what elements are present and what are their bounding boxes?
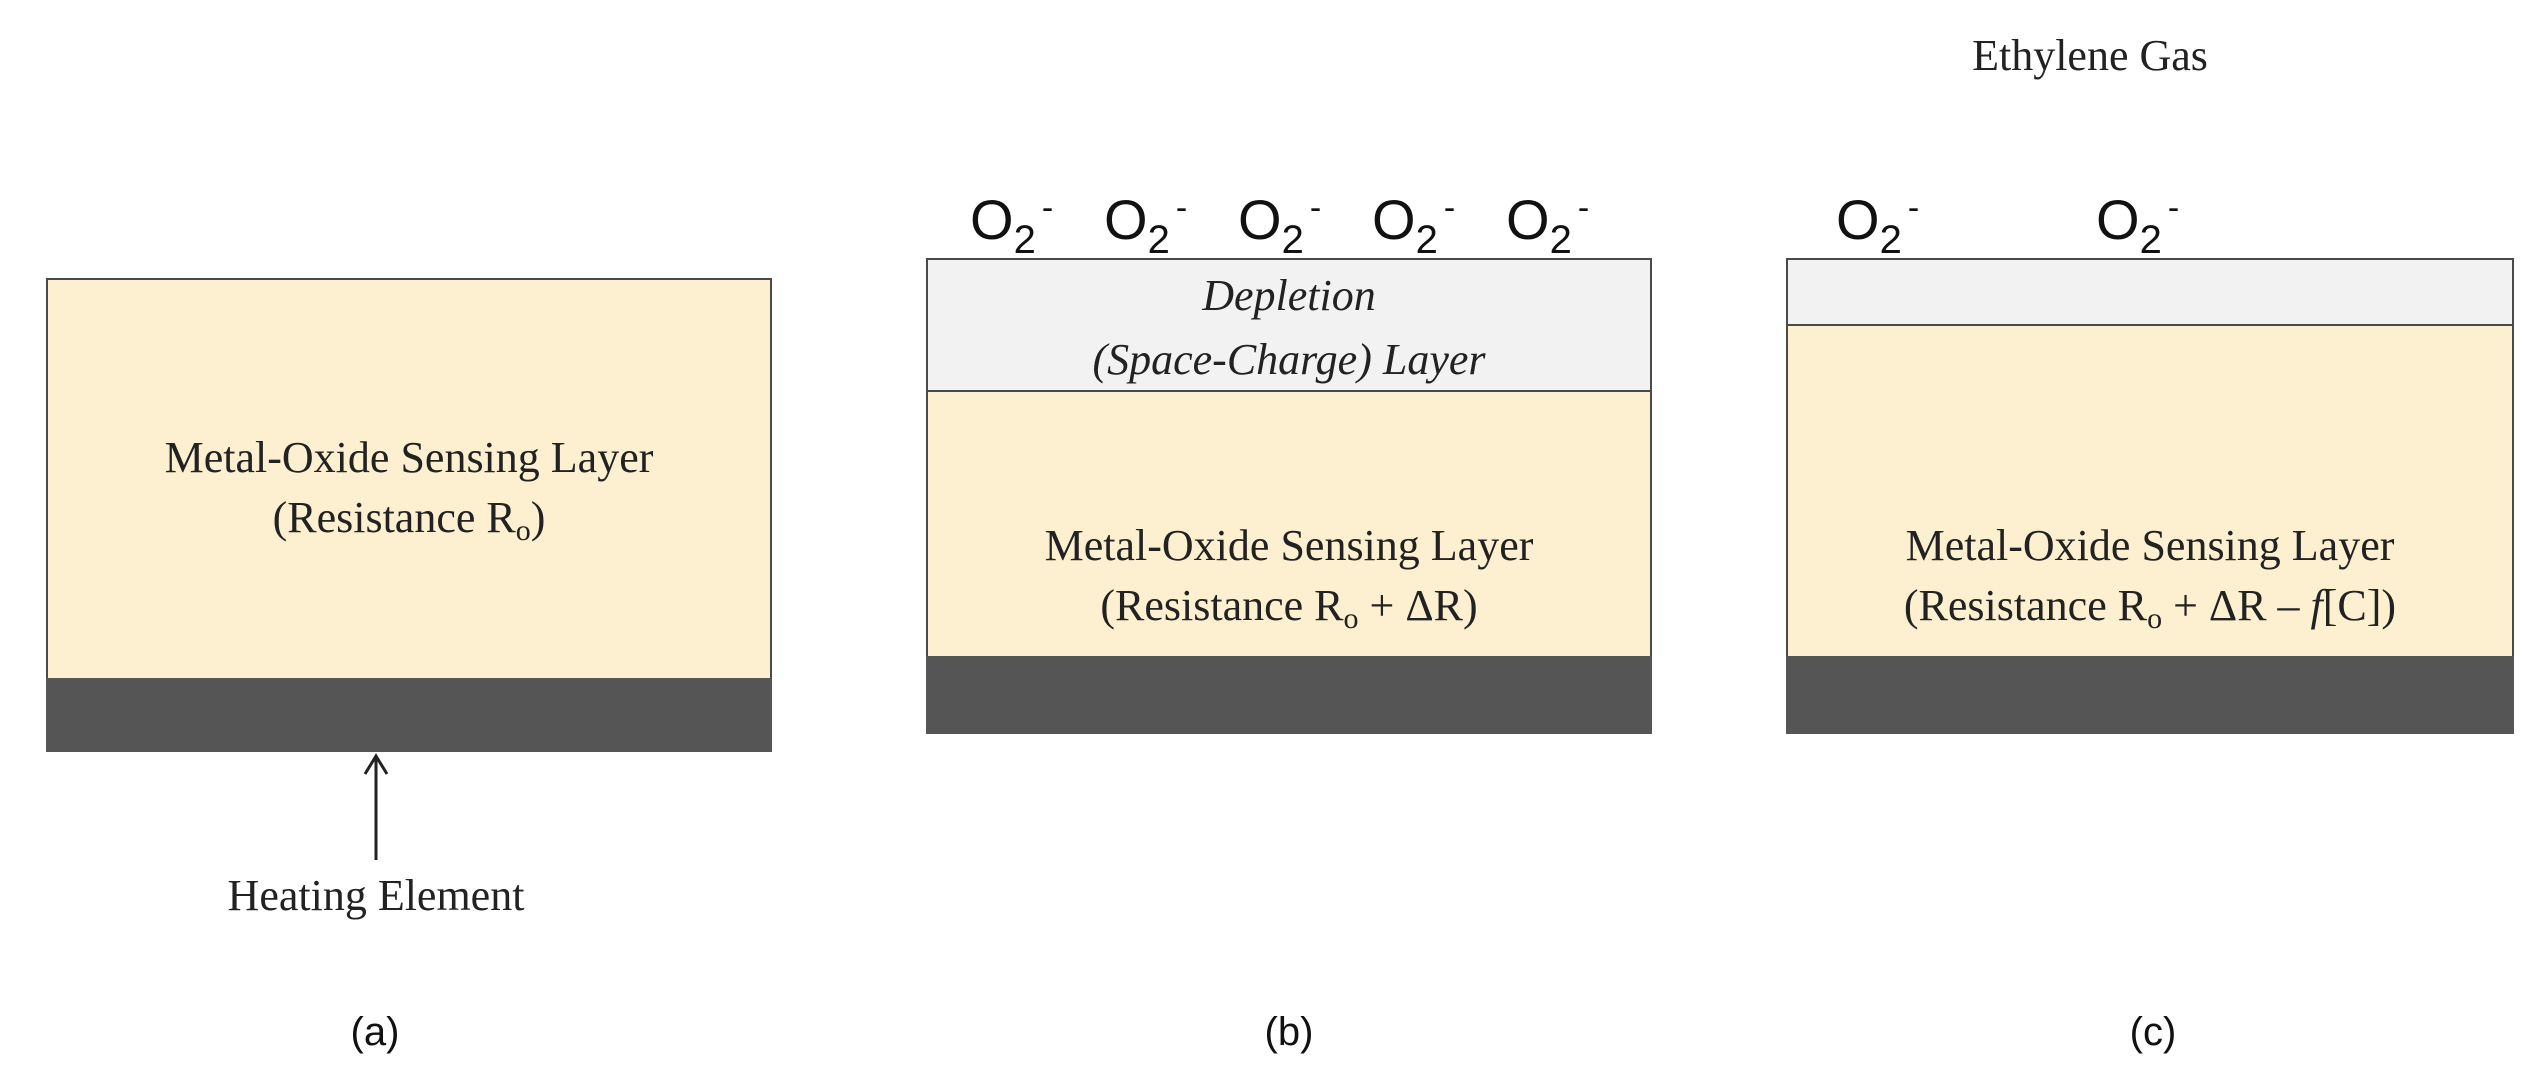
heating-element [926,656,1652,734]
depletion-layer-label: Depletion [1202,271,1376,320]
sensing-layer [1786,324,2514,658]
panel-a: Metal-Oxide Sensing Layer (Resistance Ro… [0,0,800,1088]
sensing-layer-title: Metal-Oxide Sensing Layer [164,433,654,482]
heating-element [46,678,772,752]
up-arrow-icon [363,753,389,860]
panel-b: O2- O2- O2- O2- O2- Depletion (Space-Cha… [900,0,1700,1088]
heating-element [1786,656,2514,734]
ethylene-gas-label: Ethylene Gas [1972,31,2208,80]
sensing-layer-title: Metal-Oxide Sensing Layer [1044,521,1534,570]
sensing-layer [926,390,1652,658]
sensing-layer [46,278,772,680]
heating-element-label: Heating Element [227,871,525,920]
resistance-label: (Resistance Ro + ΔR – f[C]) [1903,581,2397,635]
panel-c: O2- O2- Metal-Oxide Sensing Layer (Resis… [1760,0,2534,1088]
depletion-layer [926,258,1652,392]
oxygen-ion: O2- [1104,188,1188,262]
oxygen-ion: O2- [1238,188,1322,262]
sensing-layer-title: Metal-Oxide Sensing Layer [1905,521,2395,570]
resistance-label: (Resistance Ro + ΔR) [1100,581,1478,635]
resistance-label: (Resistance Ro) [272,493,546,547]
oxygen-ion: O2- [1836,188,1920,262]
depletion-layer [1786,258,2514,326]
panel-a-caption: (a) [350,1010,400,1054]
depletion-layer-label: (Space-Charge) Layer [1092,335,1486,384]
panel-b-caption: (b) [1264,1010,1314,1054]
oxygen-ion: O2- [1372,188,1456,262]
oxygen-ion: O2- [2096,188,2180,262]
oxygen-ion: O2- [1506,188,1590,262]
panel-c-caption: (c) [2129,1010,2177,1054]
oxygen-ion: O2- [970,188,1054,262]
